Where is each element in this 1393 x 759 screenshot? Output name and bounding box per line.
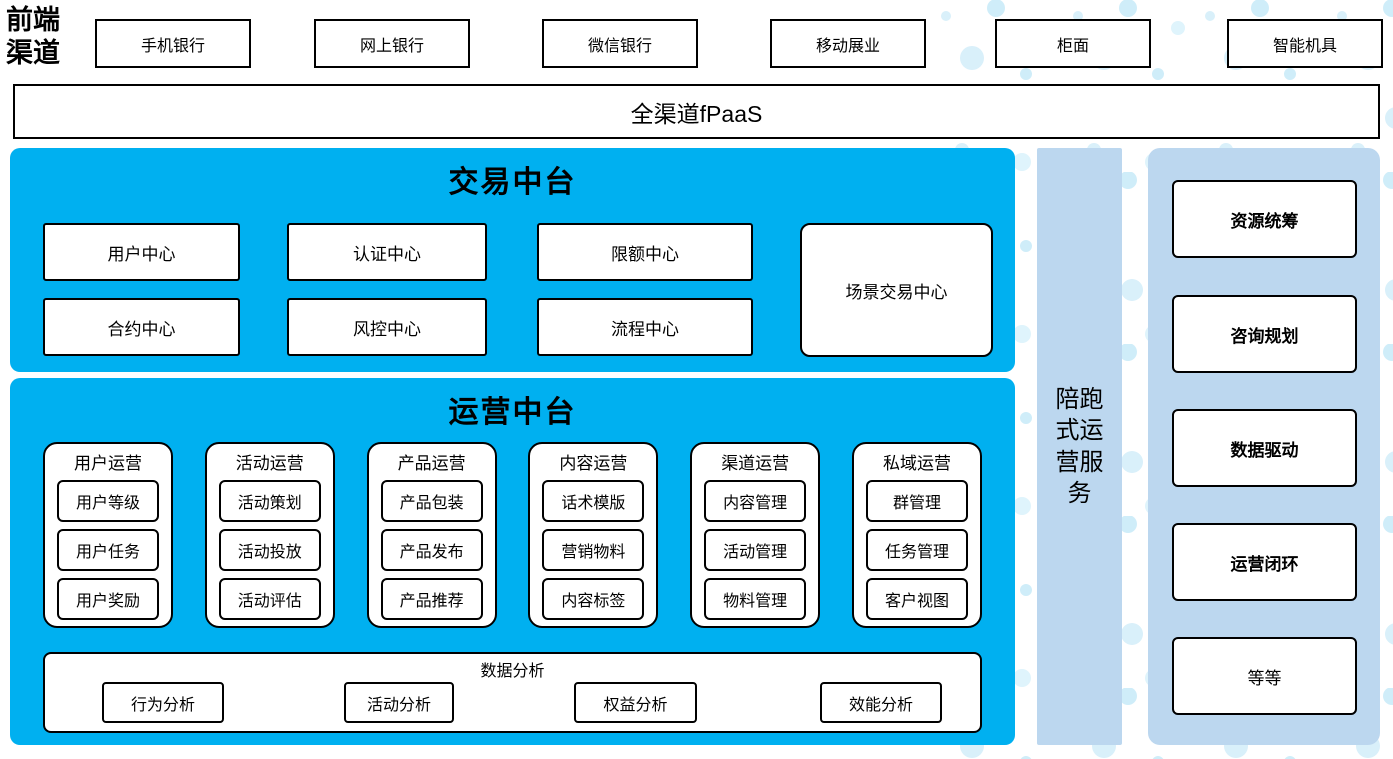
group-item: 内容标签 (542, 578, 645, 620)
channel-box-mobile-marketing: 移动展业 (770, 19, 926, 68)
analysis-box-behavior: 行为分析 (102, 682, 224, 723)
data-analysis-strip: 数据分析 行为分析 活动分析 权益分析 效能分析 (43, 652, 982, 733)
fpaas-bar-label: 全渠道fPaaS (630, 100, 763, 127)
analysis-box-rights: 权益分析 (574, 682, 697, 723)
center-box-user: 用户中心 (43, 223, 240, 281)
channel-label: 网上银行 (359, 37, 424, 55)
group-items: 话术模版 营销物料 内容标签 (542, 480, 645, 620)
group-item: 用户等级 (57, 480, 159, 522)
group-card-activity-operation: 活动运营 活动策划 活动投放 活动评估 (204, 442, 335, 628)
group-item: 内容管理 (704, 480, 807, 522)
group-item: 产品发布 (380, 529, 483, 571)
channel-box-online-banking: 网上银行 (314, 19, 470, 68)
group-title: 产品运营 (397, 454, 466, 473)
service-box-operation-loop: 运营闭环 (1172, 523, 1357, 601)
front-channels-label: 前端渠道 (6, 5, 60, 68)
center-box-authentication: 认证中心 (287, 223, 487, 281)
group-items: 内容管理 活动管理 物料管理 (704, 480, 807, 620)
group-card-content-operation: 内容运营 话术模版 营销物料 内容标签 (528, 442, 659, 628)
group-title: 用户运营 (74, 454, 142, 473)
service-box-resource-planning: 资源统筹 (1172, 180, 1357, 258)
group-item: 话术模版 (542, 480, 645, 522)
group-item: 活动评估 (218, 578, 321, 620)
group-title: 私域运营 (882, 454, 951, 473)
center-box-limit: 限额中心 (537, 223, 753, 281)
channel-box-counter: 柜面 (995, 19, 1151, 68)
service-box-etc: 等等 (1172, 637, 1357, 715)
group-item: 活动投放 (218, 529, 321, 571)
group-items: 活动策划 活动投放 活动评估 (218, 480, 321, 620)
transaction-platform-title: 交易中台 (448, 166, 577, 199)
transaction-platform-block: 交易中台 用户中心 认证中心 限额中心 合约中心 风控中心 流程中心 场景交易中… (10, 148, 1015, 372)
service-box-consulting-planning: 咨询规划 (1172, 295, 1357, 373)
group-item: 用户奖励 (57, 578, 159, 620)
service-panel: 资源统筹 咨询规划 数据驱动 运营闭环 等等 (1148, 148, 1380, 745)
group-card-private-domain-operation: 私域运营 群管理 任务管理 客户视图 (851, 442, 982, 628)
data-analysis-title: 数据分析 (480, 663, 545, 680)
channel-label: 柜面 (1056, 37, 1089, 55)
analysis-box-activity: 活动分析 (344, 682, 454, 723)
service-box-data-driven: 数据驱动 (1172, 409, 1357, 487)
group-items: 产品包装 产品发布 产品推荐 (380, 480, 483, 620)
group-card-product-operation: 产品运营 产品包装 产品发布 产品推荐 (366, 442, 497, 628)
group-item: 产品推荐 (380, 578, 483, 620)
group-item: 产品包装 (380, 480, 483, 522)
group-title: 活动运营 (235, 454, 304, 473)
group-title: 渠道运营 (721, 454, 790, 473)
channel-label: 手机银行 (140, 37, 205, 55)
group-item: 用户任务 (57, 529, 159, 571)
fpaas-bar: 全渠道fPaaS (13, 84, 1380, 139)
operation-platform-block: 运营中台 用户运营 用户等级 用户任务 用户奖励 活动运营 活动策划 活动投放 … (10, 378, 1015, 745)
center-box-risk-control: 风控中心 (287, 298, 487, 356)
group-title: 内容运营 (559, 454, 628, 473)
channel-label: 微信银行 (587, 37, 652, 55)
analysis-box-efficiency: 效能分析 (820, 682, 942, 723)
group-card-user-operation: 用户运营 用户等级 用户任务 用户奖励 (43, 442, 173, 628)
group-card-channel-operation: 渠道运营 内容管理 活动管理 物料管理 (690, 442, 821, 628)
group-item: 客户视图 (865, 578, 968, 620)
group-item: 物料管理 (704, 578, 807, 620)
channel-box-mobile-banking: 手机银行 (95, 19, 251, 68)
operation-groups: 用户运营 用户等级 用户任务 用户奖励 活动运营 活动策划 活动投放 活动评估 … (43, 442, 982, 628)
group-items: 群管理 任务管理 客户视图 (865, 480, 968, 620)
group-items: 用户等级 用户任务 用户奖励 (57, 480, 159, 620)
center-box-process: 流程中心 (537, 298, 753, 356)
channel-label: 智能机具 (1272, 37, 1337, 55)
center-box-scenario-transaction: 场景交易中心 (800, 223, 993, 357)
operation-platform-title: 运营中台 (448, 396, 577, 429)
channel-box-wechat-banking: 微信银行 (542, 19, 698, 68)
group-item: 营销物料 (542, 529, 645, 571)
accompanying-service-bar: 陪跑式运营服务 (1037, 148, 1122, 745)
group-item: 群管理 (865, 480, 968, 522)
channel-box-smart-devices: 智能机具 (1227, 19, 1383, 68)
channel-label: 移动展业 (815, 37, 880, 55)
center-box-contract: 合约中心 (43, 298, 240, 356)
accompanying-service-label: 陪跑式运营服务 (1055, 386, 1104, 507)
group-item: 活动策划 (218, 480, 321, 522)
group-item: 活动管理 (704, 529, 807, 571)
group-item: 任务管理 (865, 529, 968, 571)
